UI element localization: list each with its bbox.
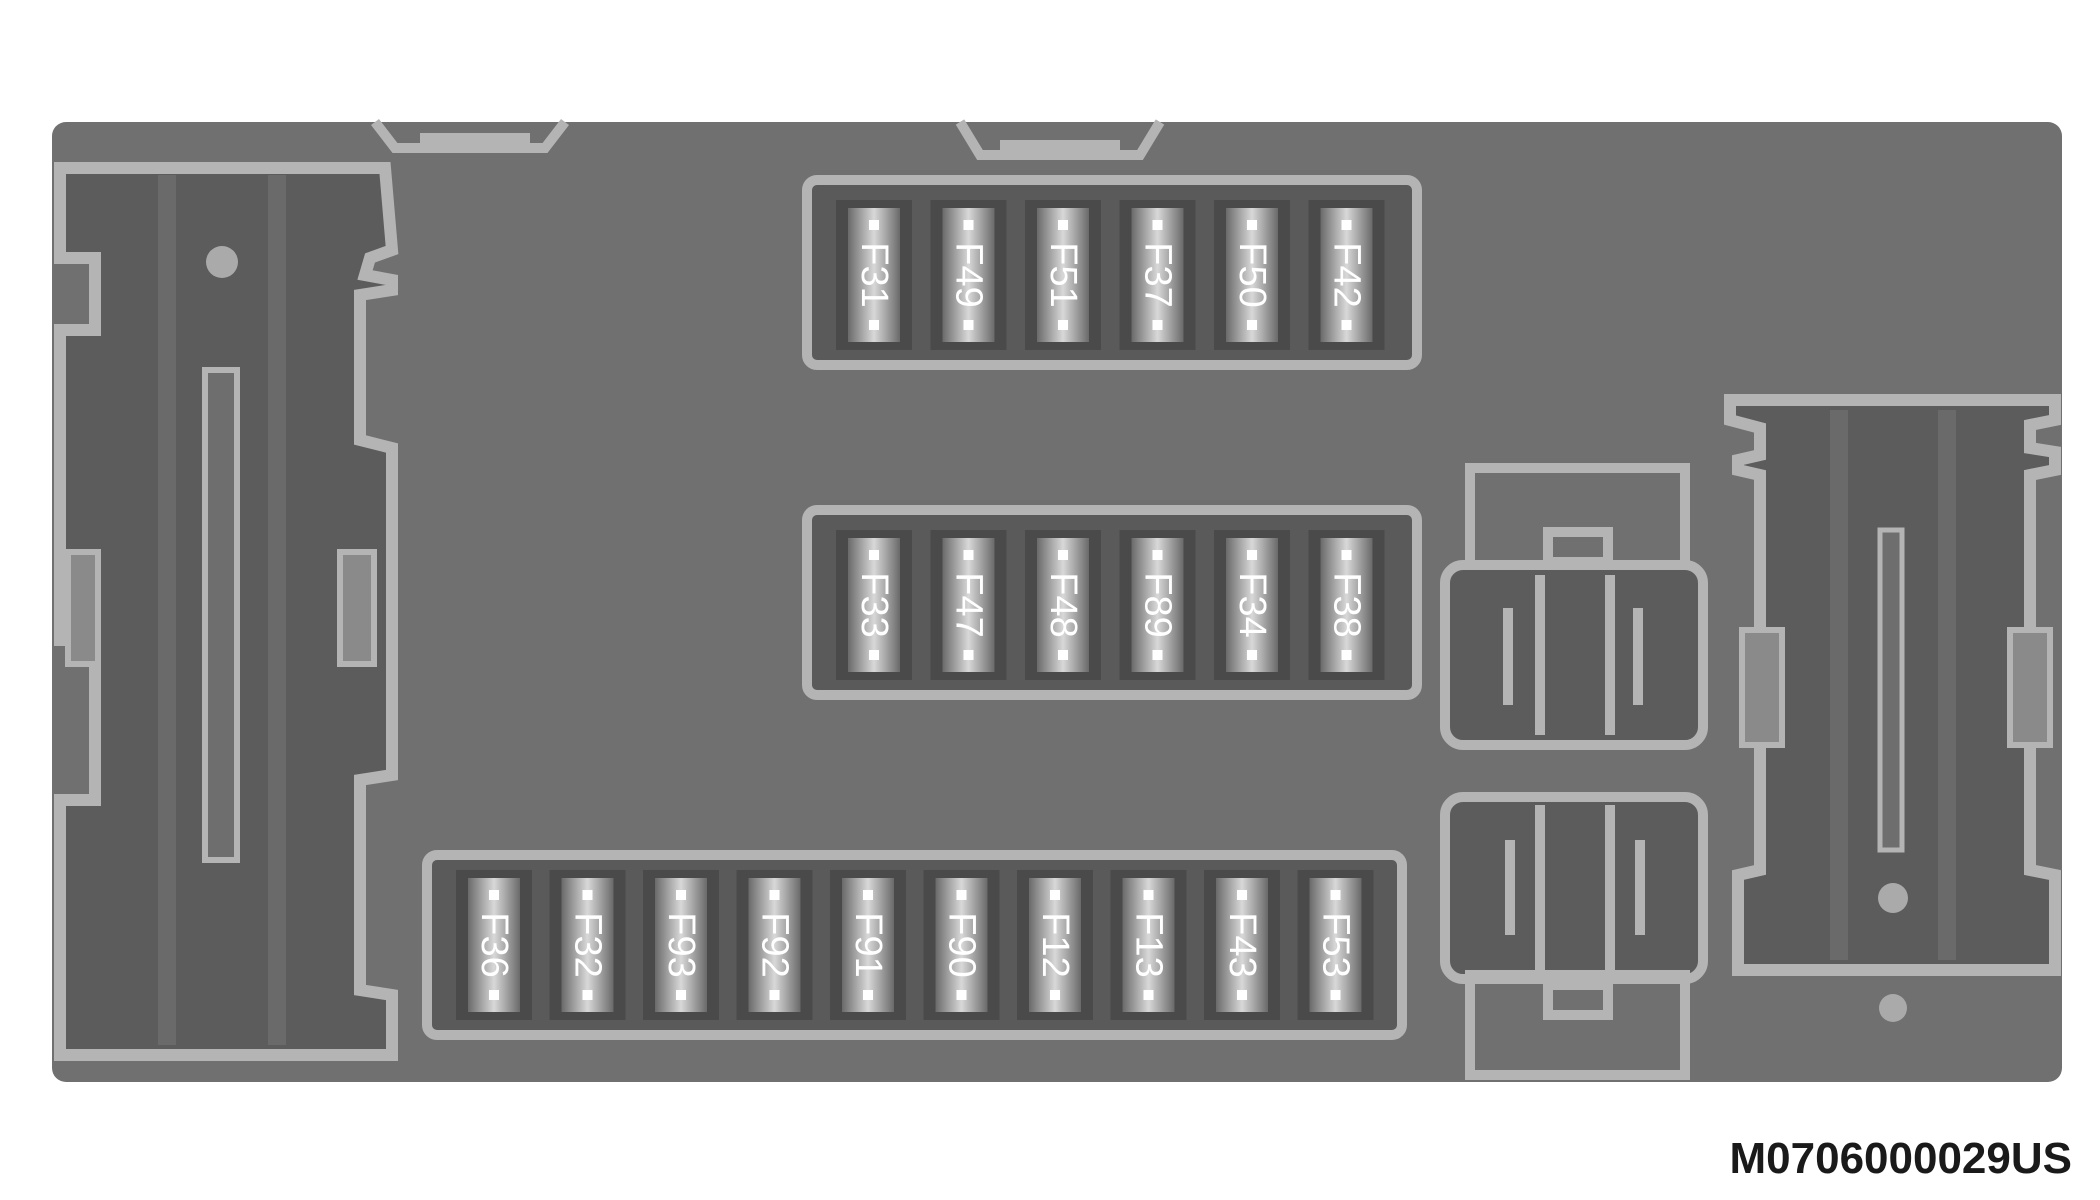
fuse-label: F36 [473, 912, 515, 977]
fuse-label: F33 [853, 572, 895, 637]
relay-lower [1440, 792, 1708, 1080]
fuse-label: F48 [1042, 572, 1084, 637]
fuse-f36: F36 [456, 870, 532, 1020]
fuse-label: F51 [1042, 242, 1084, 307]
fuse-f53: F53 [1297, 870, 1374, 1020]
fuse-f38: F38 [1308, 530, 1385, 680]
reference-code: M0706000029US [1729, 1134, 2072, 1183]
fuse-f37: F37 [1119, 200, 1196, 350]
fuse-label: F43 [1221, 912, 1263, 977]
fuse-label: F32 [567, 912, 609, 977]
left-connector [54, 162, 399, 1061]
fuse-label: F53 [1315, 912, 1357, 977]
fuse-f33: F33 [836, 530, 912, 680]
fuse-f93: F93 [643, 870, 719, 1020]
fuse-label: F47 [948, 572, 990, 637]
fuse-f31: F31 [836, 200, 912, 350]
top-clip-center [955, 119, 1165, 160]
fuse-label: F12 [1034, 912, 1076, 977]
fuse-label: F91 [847, 912, 889, 977]
fuse-label: F37 [1137, 242, 1179, 307]
fuse-f12: F12 [1017, 870, 1093, 1020]
fuse-f91: F91 [830, 870, 906, 1020]
fuse-f47: F47 [930, 530, 1007, 680]
relay-upper [1440, 463, 1708, 750]
fuse-f50: F50 [1214, 200, 1290, 350]
fuse-f32: F32 [549, 870, 626, 1020]
fuse-label: F31 [853, 242, 895, 307]
fuse-f92: F92 [736, 870, 813, 1020]
fuse-label: F13 [1128, 912, 1170, 977]
fuse-f48: F48 [1025, 530, 1101, 680]
fuse-label: F38 [1326, 572, 1368, 637]
fuse-f51: F51 [1025, 200, 1101, 350]
fuse-f43: F43 [1204, 870, 1280, 1020]
fuse-label: F49 [948, 242, 990, 307]
fuse-label: F92 [754, 912, 796, 977]
fuse-f89: F89 [1119, 530, 1196, 680]
fuse-f49: F49 [930, 200, 1007, 350]
fuse-f90: F90 [923, 870, 1000, 1020]
right-connector [1724, 394, 2061, 1022]
fuse-f42: F42 [1308, 200, 1385, 350]
fuse-label: F89 [1137, 572, 1179, 637]
fuse-label: F42 [1326, 242, 1368, 307]
fuse-label: F93 [660, 912, 702, 977]
fuse-label: F50 [1231, 242, 1273, 307]
fuse-f34: F34 [1214, 530, 1290, 680]
top-clip-left [371, 118, 569, 153]
fuse-label: F90 [941, 912, 983, 977]
fuse-label: F34 [1231, 572, 1273, 637]
fuse-f13: F13 [1110, 870, 1187, 1020]
